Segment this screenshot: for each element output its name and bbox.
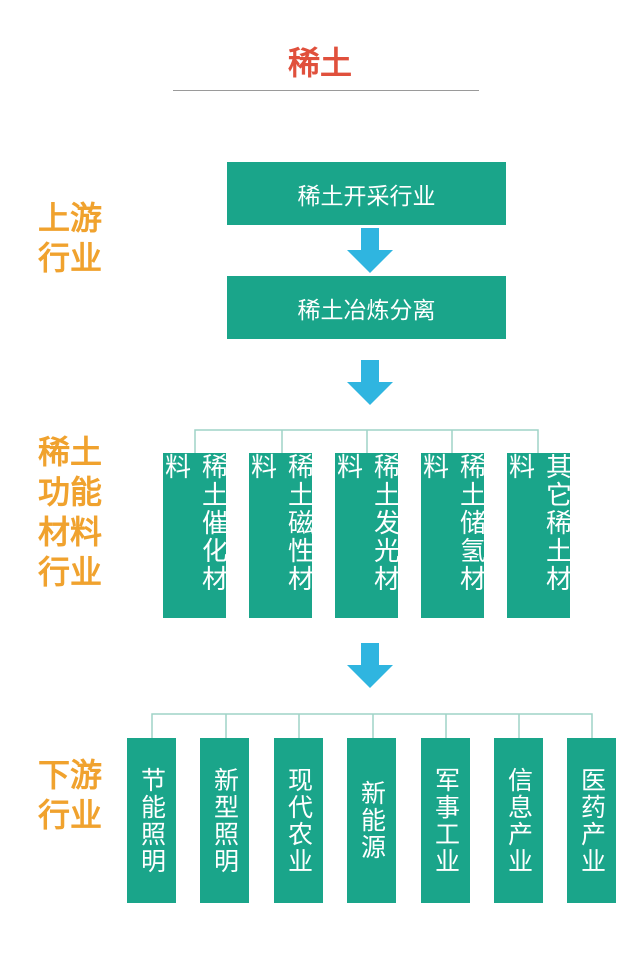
- downstream-label-line-2: 行业: [38, 796, 103, 834]
- downstream-label: 下游 行业: [38, 755, 148, 835]
- box-energy-saving-lighting: 节能照明: [127, 738, 176, 903]
- box-pharmaceutical-industry: 医药产业: [567, 738, 616, 903]
- box-modern-agriculture: 现代农业: [274, 738, 323, 903]
- box-catalytic-materials: 稀土催化材料: [161, 453, 228, 618]
- box-information-industry: 信息产业: [494, 738, 543, 903]
- box-magnetic-materials: 稀土磁性材料: [247, 453, 314, 618]
- upstream-label-line-1: 上游: [38, 199, 103, 237]
- box-new-energy: 新能源: [347, 738, 396, 903]
- arrow-down-icon: [347, 228, 393, 273]
- functional-label-line-1: 稀土: [38, 433, 103, 471]
- arrow-down-icon: [347, 643, 393, 688]
- box-other-materials: 其它稀土材料: [505, 453, 572, 618]
- functional-label-line-4: 行业: [38, 553, 103, 591]
- downstream-label-line-1: 下游: [38, 756, 103, 794]
- functional-label-line-3: 材料: [38, 513, 103, 551]
- title-underline: [173, 90, 479, 91]
- upstream-label-line-2: 行业: [38, 239, 103, 277]
- box-new-lighting: 新型照明: [200, 738, 249, 903]
- page-title: 稀土: [287, 44, 352, 82]
- box-mining: 稀土开采行业: [227, 162, 506, 225]
- upstream-label: 上游 行业: [38, 198, 148, 278]
- box-hydrogen-storage-materials: 稀土储氢材料: [419, 453, 486, 618]
- box-luminescent-materials: 稀土发光材料: [333, 453, 400, 618]
- arrow-down-icon: [347, 360, 393, 405]
- functional-label-line-2: 功能: [38, 473, 103, 511]
- box-smelting: 稀土冶炼分离: [227, 276, 506, 339]
- box-military-industry: 军事工业: [421, 738, 470, 903]
- functional-label: 稀土 功能 材料 行业: [38, 432, 148, 592]
